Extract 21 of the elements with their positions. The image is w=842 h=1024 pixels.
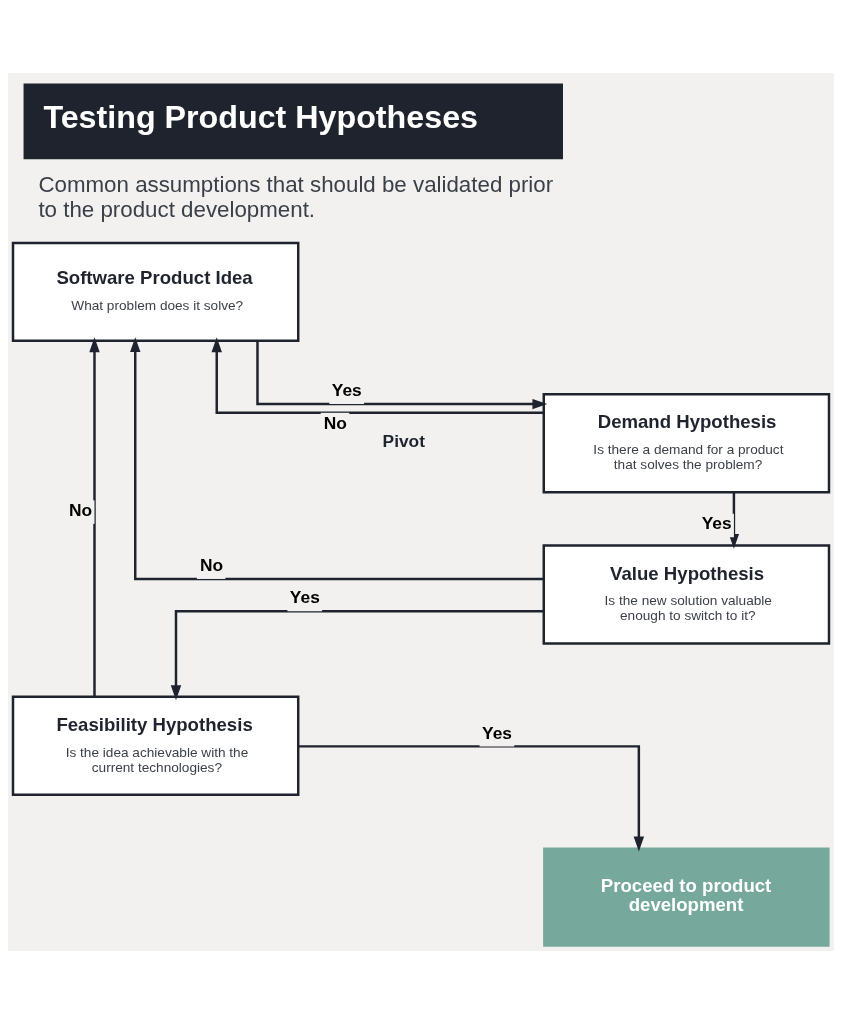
arrow xyxy=(89,337,100,697)
arrow xyxy=(170,609,544,701)
node-box: Value Hypothesis Is the new solution valuable enough to switch to it? xyxy=(542,544,831,645)
diagram-title: Testing Product Hypotheses xyxy=(43,98,479,135)
edge-label: No xyxy=(69,500,93,521)
edge-label: No xyxy=(323,412,347,433)
label: Pivot xyxy=(382,430,426,451)
node-box: Demand Hypothesis Is there a demand for a product that solves the problem? xyxy=(542,392,831,494)
node-box: Software Product Idea What problem does it solve? xyxy=(11,241,300,343)
edge-label: No xyxy=(200,555,224,576)
caption: Common assumptions that should be validated prior to the product development. xyxy=(38,171,554,222)
arrow xyxy=(211,337,544,415)
node-box: Feasibility Hypothesis Is the idea achievable with the current technologies? xyxy=(11,695,300,796)
arrow xyxy=(728,492,740,549)
arrow xyxy=(298,745,645,852)
node-box: Proceed to product development xyxy=(543,847,830,947)
edge-label: Yes xyxy=(701,513,732,534)
edge-label: Yes xyxy=(482,722,512,743)
edge-label: Yes xyxy=(289,587,320,608)
edge-label: Yes xyxy=(331,380,362,401)
arrow xyxy=(256,341,548,410)
